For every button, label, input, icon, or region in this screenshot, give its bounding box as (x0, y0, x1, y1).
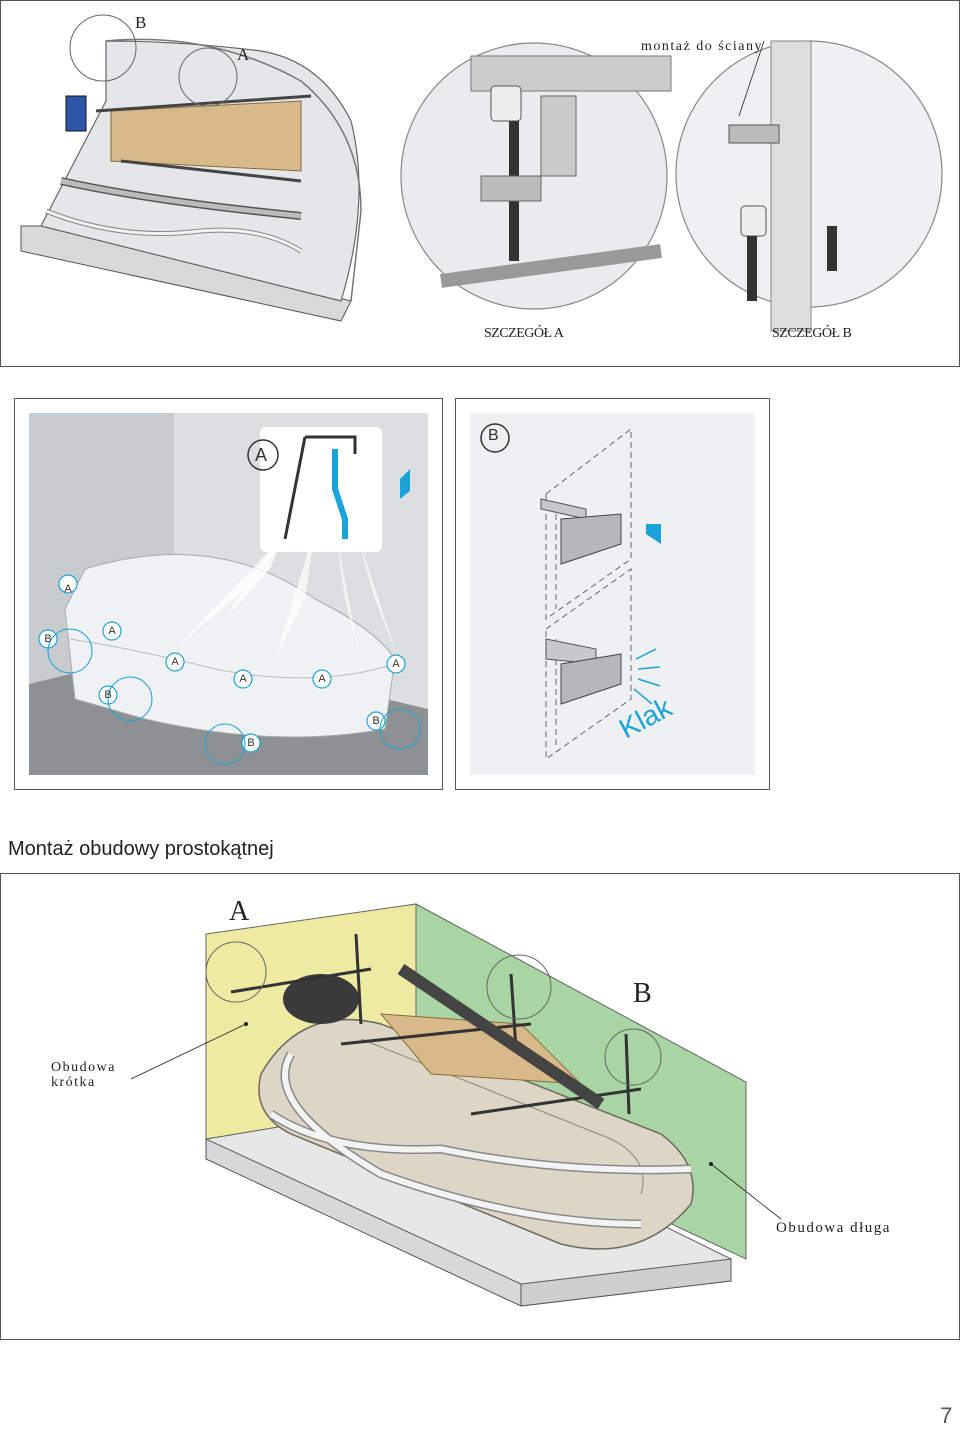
rectangular-bathtub-drawing (130, 903, 782, 1307)
panel-rectangular-enclosure: A B Obudowa krótka Obudowa długa (0, 873, 960, 1340)
label-a: A (237, 45, 250, 64)
label-b: B (135, 13, 147, 32)
detail-a-caption: SZCZEGÓŁ A (484, 326, 564, 341)
marker-text-7: A (392, 658, 400, 670)
long-panel-label: Obudowa długa (776, 1220, 891, 1236)
marker-text-10: B (247, 737, 254, 749)
panel-wall-mount-detail: B A montaż do ściany SZCZEGÓŁ A SZCZEGÓŁ… (0, 0, 960, 367)
marker-text-1: A (64, 583, 72, 595)
marker-text-4: A (171, 656, 179, 668)
marker-text-8: B (104, 689, 111, 701)
panel-clip-detail: B Klak (455, 398, 770, 790)
callout-b-label: B (488, 427, 499, 444)
clip-bracket-drawing (470, 413, 755, 775)
panel-mounting-markers: A B A A A A A B B B A (14, 398, 443, 790)
detail-b-caption: SZCZEGÓŁ B (772, 326, 852, 341)
section-title: Montaż obudowy prostokątnej (8, 838, 274, 860)
wall-mount-label: montaż do ściany (641, 39, 763, 54)
page-number: 7 (940, 1403, 953, 1428)
label-b: B (633, 978, 653, 1009)
callout-a-label: A (255, 445, 268, 465)
bathtub-corner-drawing (20, 14, 943, 332)
label-a: A (229, 896, 250, 927)
marker-text-2: B (44, 633, 51, 645)
bathtub-marker-drawing: A B A A A A A B B B (29, 413, 428, 775)
short-panel-label: Obudowa krótka (51, 1060, 116, 1090)
marker-text-5: A (239, 673, 247, 685)
marker-text-6: A (318, 673, 326, 685)
marker-text-3: A (108, 625, 116, 637)
marker-text-9: B (372, 715, 379, 727)
